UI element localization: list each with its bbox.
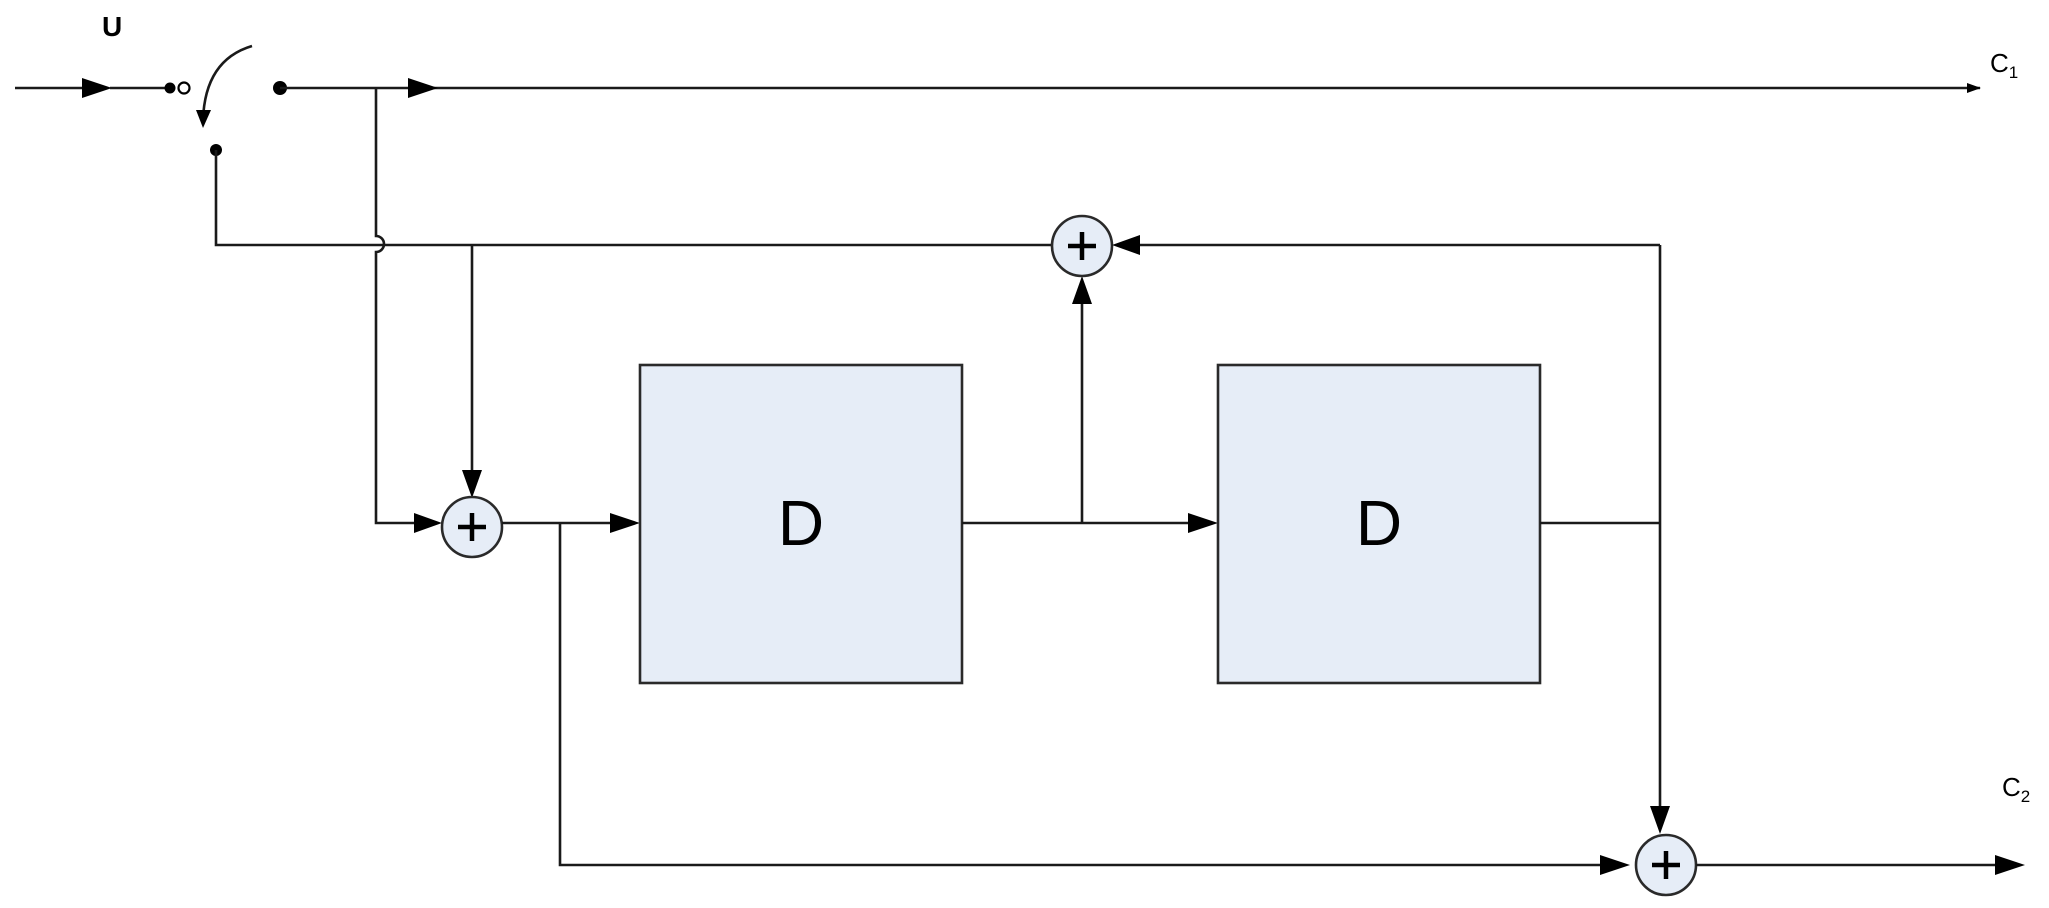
- adder-to-d1-arrow: [610, 513, 640, 533]
- output-adder-to-c2-arrow: [1995, 855, 2025, 875]
- output-c2-letter: C: [2002, 772, 2021, 802]
- output-adder: [1634, 833, 1698, 897]
- right-to-feedback-adder-arrow: [1112, 235, 1140, 255]
- input-label: U: [102, 11, 122, 42]
- top-to-input-adder-arrow: [414, 513, 442, 533]
- delay-block-2-label: D: [1356, 487, 1402, 559]
- delay-block-1: D: [638, 363, 964, 685]
- feedback-adder: [1050, 214, 1114, 278]
- d1-to-d2-arrow: [1188, 513, 1218, 533]
- right-vertical-arrow: [1650, 806, 1670, 834]
- feedback-wire: [214, 150, 1052, 247]
- output-c2-label: C2: [2002, 772, 2030, 806]
- switch-lever-arrowhead: [196, 110, 211, 128]
- output-c1-letter: C: [1990, 48, 2009, 78]
- switch-lever: [201, 44, 253, 121]
- switch-pivot-open: [177, 81, 191, 95]
- output-c1-subscript: 1: [2009, 63, 2018, 82]
- top-to-input-adder-wire: [374, 88, 428, 525]
- input-adder: [440, 495, 504, 559]
- top-line-mid-arrow: [408, 78, 438, 98]
- adder-to-output-adder-wire: [558, 523, 1608, 867]
- output-c2-subscript: 2: [2021, 787, 2030, 806]
- delay-block-1-label: D: [778, 487, 824, 559]
- input-arrowhead: [82, 78, 112, 98]
- feedback-to-input-adder-arrow: [462, 470, 482, 498]
- delay-block-2: D: [1216, 363, 1542, 685]
- d1-to-feedback-adder-arrow: [1072, 276, 1092, 304]
- adder-to-output-adder-arrow: [1600, 855, 1630, 875]
- output-c1-label: C1: [1990, 48, 2018, 82]
- switch-pivot-dot: [164, 82, 176, 94]
